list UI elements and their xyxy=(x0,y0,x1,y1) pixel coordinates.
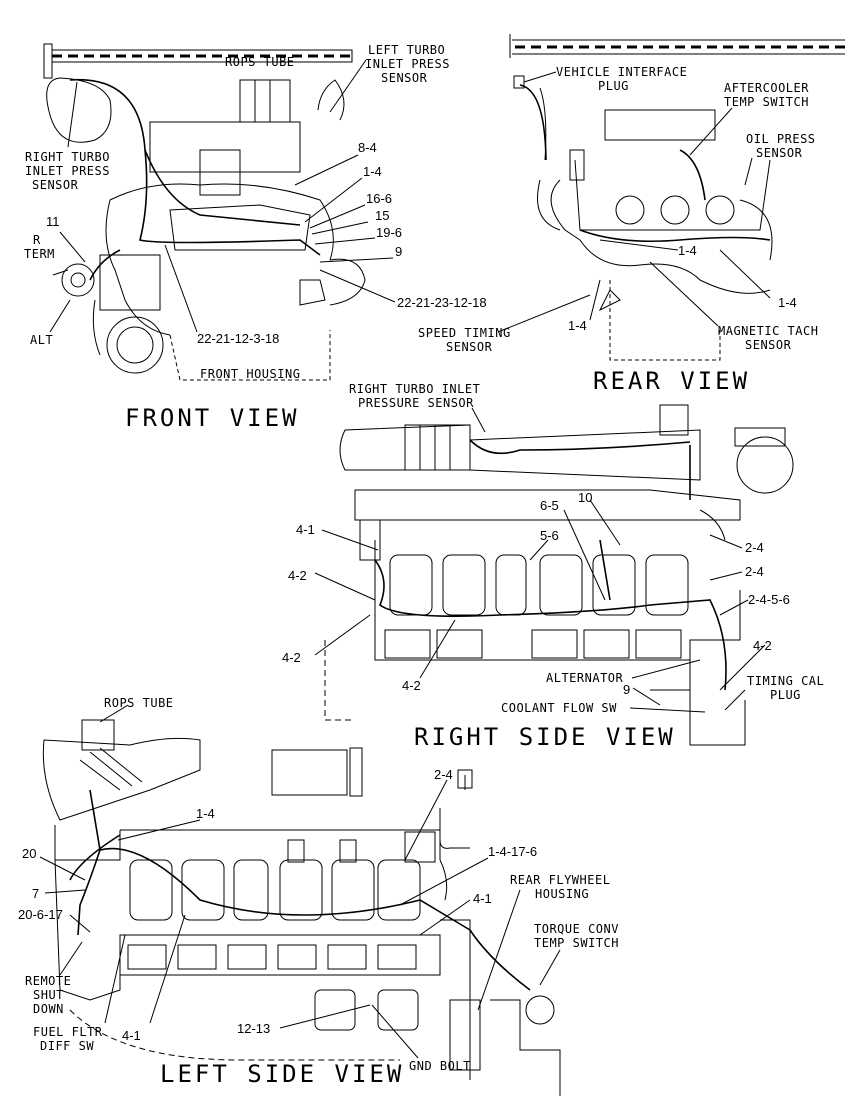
left-turbo-label-3: SENSOR xyxy=(381,71,428,85)
callout-8-4: 8-4 xyxy=(358,140,377,155)
left-callout-1-4: 1-4 xyxy=(196,806,215,821)
left-harness xyxy=(69,789,531,991)
fuel-filter-label-2: DIFF SW xyxy=(40,1039,94,1053)
right-callout-9: 9 xyxy=(623,682,630,697)
front-view-title: FRONT VIEW xyxy=(125,404,300,432)
torque-conv-label-1: TORQUE CONV xyxy=(534,922,619,936)
fuel-filter-label-1: FUEL FLTR xyxy=(33,1025,103,1039)
speed-timing-label-1: SPEED TIMING xyxy=(418,326,511,340)
front-view: ROPS TUBE LEFT TURBO INLET PRESS SENSOR … xyxy=(24,43,487,432)
rear-view-title: REAR VIEW xyxy=(593,367,750,395)
right-side-view: RIGHT TURBO INLET PRESSURE SENSOR 4-1 6-… xyxy=(282,382,824,751)
callout-22-21-12-3-18: 22-21-12-3-18 xyxy=(197,331,279,346)
front-housing-label: FRONT HOUSING xyxy=(200,367,300,381)
left-turbo-label-2: INLET PRESS xyxy=(365,57,450,71)
rear-flywheel-label-1: REAR FLYWHEEL xyxy=(510,873,610,887)
right-callout-4-2-b: 4-2 xyxy=(282,650,301,665)
right-callout-2-4-a: 2-4 xyxy=(745,540,764,555)
callout-1-4: 1-4 xyxy=(363,164,382,179)
alternator-label: ALTERNATOR xyxy=(546,671,624,685)
remote-shut-label-1: REMOTE xyxy=(25,974,71,988)
mag-tach-label-2: SENSOR xyxy=(745,338,792,352)
callout-22-21-23-12-18: 22-21-23-12-18 xyxy=(397,295,487,310)
timing-cal-label-2: PLUG xyxy=(770,688,801,702)
left-callout-20-6-17: 20-6-17 xyxy=(18,907,63,922)
front-leaders xyxy=(49,59,396,333)
rear-rops-tube xyxy=(509,34,845,58)
right-turbo-inlet-label-1: RIGHT TURBO INLET xyxy=(349,382,480,396)
mag-tach-label-1: MAGNETIC TACH xyxy=(718,324,818,338)
left-turbo-label-1: LEFT TURBO xyxy=(368,43,445,57)
left-callout-1-4-17-6: 1-4-17-6 xyxy=(488,844,537,859)
rear-harness xyxy=(519,84,771,243)
callout-16-6: 16-6 xyxy=(366,191,392,206)
timing-cal-label-1: TIMING CAL xyxy=(747,674,824,688)
rear-callout-1-4-c: 1-4 xyxy=(568,318,587,333)
left-rops-and-tube xyxy=(42,719,473,849)
right-callout-2-4-5-6: 2-4-5-6 xyxy=(748,592,790,607)
remote-shut-label-3: DOWN xyxy=(33,1002,64,1016)
coolant-flow-label: COOLANT FLOW SW xyxy=(501,701,617,715)
callout-11: 11 xyxy=(46,214,60,229)
callout-19-6: 19-6 xyxy=(376,225,402,240)
right-callout-2-4-b: 2-4 xyxy=(745,564,764,579)
right-callout-4-2-a: 4-2 xyxy=(288,568,307,583)
front-rops-tube xyxy=(43,43,353,79)
alt-label: ALT xyxy=(30,333,53,347)
right-callout-4-2-d: 4-2 xyxy=(753,638,772,653)
torque-conv-label-2: TEMP SWITCH xyxy=(534,936,619,950)
front-engine-outline xyxy=(46,77,366,381)
aftercooler-label-1: AFTERCOOLER xyxy=(724,81,809,95)
rear-flywheel-label-2: HOUSING xyxy=(535,887,589,901)
right-turbo-label-2: INLET PRESS xyxy=(25,164,110,178)
left-callout-2-4: 2-4 xyxy=(434,767,453,782)
oil-press-label-2: SENSOR xyxy=(756,146,803,160)
gnd-bolt-label: GND BOLT xyxy=(409,1059,471,1073)
left-leaders xyxy=(39,704,561,1059)
vip-label-1: VEHICLE INTERFACE xyxy=(556,65,687,79)
rear-view: VEHICLE INTERFACE PLUG AFTERCOOLER TEMP … xyxy=(418,34,845,395)
left-side-view: ROPS TUBE 2-4 1-4 1-4-17-6 REAR FLYWHEEL… xyxy=(18,696,619,1096)
remote-shut-label-2: SHUT xyxy=(33,988,64,1002)
right-callout-6-5: 6-5 xyxy=(540,498,559,513)
callout-15: 15 xyxy=(375,208,389,223)
front-rops-tube-label: ROPS TUBE xyxy=(225,55,295,69)
left-callout-4-1-a: 4-1 xyxy=(473,891,492,906)
right-callout-10: 10 xyxy=(578,490,592,505)
rear-callout-1-4-a: 1-4 xyxy=(678,243,697,258)
left-callout-7: 7 xyxy=(32,886,39,901)
left-callout-12-13: 12-13 xyxy=(237,1021,270,1036)
left-callout-4-1-b: 4-1 xyxy=(122,1028,141,1043)
right-turbo-label-1: RIGHT TURBO xyxy=(25,150,110,164)
right-side-view-title: RIGHT SIDE VIEW xyxy=(414,723,676,751)
rear-callout-1-4-b: 1-4 xyxy=(778,295,797,310)
left-callout-20: 20 xyxy=(22,846,36,861)
right-callout-5-6: 5-6 xyxy=(540,528,559,543)
oil-press-label-1: OIL PRESS xyxy=(746,132,816,146)
rear-leaders xyxy=(497,71,771,333)
rear-engine-outline xyxy=(513,75,773,361)
front-harness xyxy=(69,78,321,281)
right-callout-4-2-c: 4-2 xyxy=(402,678,421,693)
right-engine-outline xyxy=(324,489,746,746)
left-engine-outline xyxy=(54,825,561,1096)
left-side-view-title: LEFT SIDE VIEW xyxy=(160,1060,404,1088)
aftercooler-label-2: TEMP SWITCH xyxy=(724,95,809,109)
callout-9: 9 xyxy=(395,244,402,259)
right-turbo-tube xyxy=(339,404,794,494)
right-callout-4-1: 4-1 xyxy=(296,522,315,537)
right-turbo-inlet-label-2: PRESSURE SENSOR xyxy=(358,396,474,410)
speed-timing-label-2: SENSOR xyxy=(446,340,493,354)
r-term-label-2: TERM xyxy=(24,247,55,261)
left-rops-label: ROPS TUBE xyxy=(104,696,174,710)
right-turbo-label-3: SENSOR xyxy=(32,178,79,192)
right-harness xyxy=(374,439,727,691)
right-leaders xyxy=(314,407,766,713)
vip-label-2: PLUG xyxy=(598,79,629,93)
r-term-label-1: R xyxy=(33,233,41,247)
